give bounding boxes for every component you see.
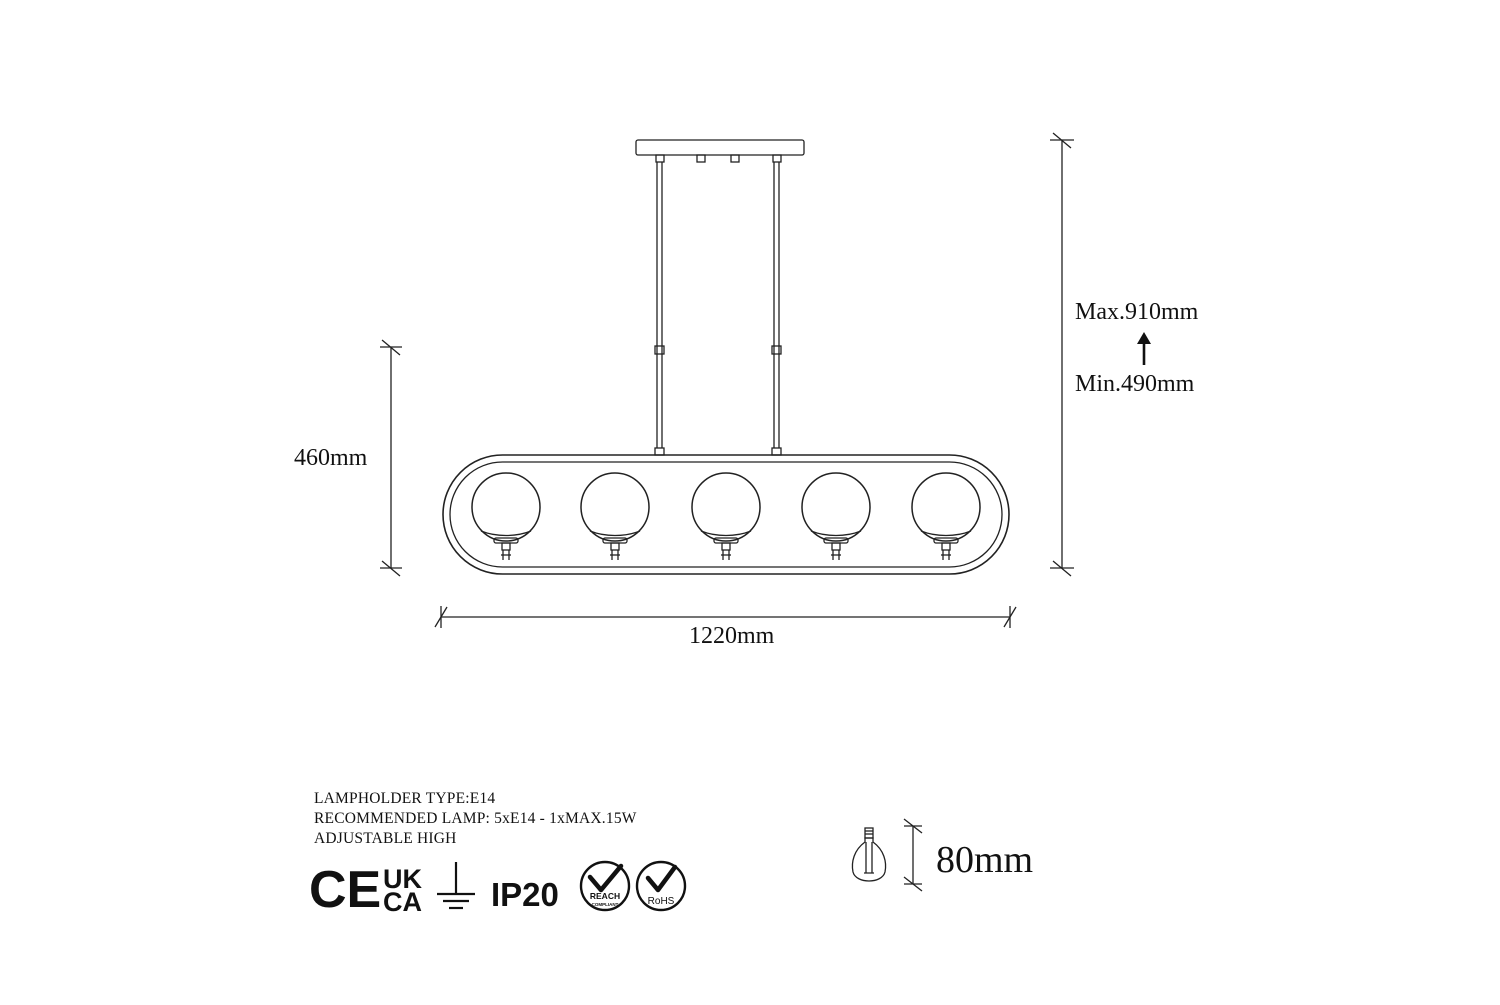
light-bulb-icon: [851, 827, 887, 882]
width-label: 1220mm: [689, 623, 775, 649]
max-height-label: Max.910mm: [1075, 299, 1199, 325]
reach-mark-icon: REACH COMPLIANT: [579, 860, 631, 912]
dimension-line-overall-height: [1050, 132, 1074, 577]
spec-line: LAMPHOLDER TYPE:E14: [314, 790, 495, 807]
globe-lamps: [471, 472, 981, 560]
spec-line: ADJUSTABLE HIGH: [314, 830, 457, 847]
arrow-up-icon: [1137, 332, 1151, 365]
globe-lamp: [801, 472, 871, 560]
svg-text:RoHS: RoHS: [648, 896, 675, 907]
globe-lamp: [471, 472, 541, 560]
suspension-rod-left: [654, 162, 665, 456]
spec-line: RECOMMENDED LAMP: 5xE14 - 1xMAX.15W: [314, 810, 637, 827]
globe-lamp: [691, 472, 761, 560]
svg-text:REACH: REACH: [590, 891, 620, 901]
svg-text:UK: UK: [383, 864, 422, 894]
ukca-mark-icon: UK CA: [383, 864, 422, 917]
dimension-line-width: [434, 606, 1017, 628]
ceiling-canopy: [635, 139, 805, 163]
height-label: 460mm: [294, 445, 368, 471]
svg-text:CA: CA: [383, 887, 422, 917]
ip-rating: IP20: [491, 876, 559, 913]
svg-text:COMPLIANT: COMPLIANT: [592, 902, 619, 907]
rohs-mark-icon: RoHS: [635, 860, 687, 912]
dimension-line-height: [380, 339, 402, 577]
globe-lamp: [911, 472, 981, 560]
globe-lamp: [580, 472, 650, 560]
dimension-line-bulb: [903, 818, 923, 892]
suspension-rod-right: [771, 162, 782, 456]
oval-frame: [442, 454, 1010, 575]
svg-text:CE: CE: [309, 861, 381, 919]
ground-symbol-icon: [437, 862, 475, 910]
bulb-size-label: 80mm: [936, 839, 1033, 881]
min-height-label: Min.490mm: [1075, 371, 1195, 397]
ce-mark-icon: CE: [309, 861, 381, 919]
